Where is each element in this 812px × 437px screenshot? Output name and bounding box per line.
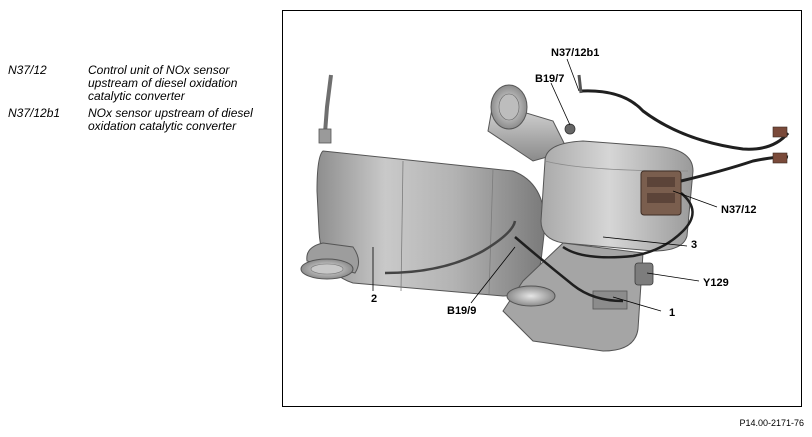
legend-description: Control unit of NOx sensor upstream of d… <box>88 63 238 103</box>
callout-1: 1 <box>669 307 676 319</box>
callout-3: 3 <box>691 239 698 251</box>
callout-y129: Y129 <box>703 277 729 289</box>
legend-item: N37/12b1 NOx sensor upstream of diesel o… <box>8 107 278 133</box>
callout-n37-12: N37/12 <box>721 204 757 216</box>
callout-b19-7: B19/7 <box>535 73 565 85</box>
legend-code: N37/12 <box>8 63 47 77</box>
legend: N37/12 Control unit of NOx sensor upstre… <box>8 64 278 137</box>
legend-item: N37/12 Control unit of NOx sensor upstre… <box>8 64 278 103</box>
callout-n37-12b1: N37/12b1 <box>551 47 600 59</box>
callout-2: 2 <box>371 293 378 305</box>
figure-reference-id: P14.00-2171-76 <box>739 418 804 428</box>
callout-b19-9: B19/9 <box>447 305 477 317</box>
exhaust-assembly-drawing <box>300 58 790 352</box>
legend-description: NOx sensor upstream of diesel oxidation … <box>88 106 253 133</box>
exhaust-system-illustration: N37/12b1 B19/7 N37/12 3 Y129 1 2 B19/9 <box>282 10 802 407</box>
legend-code: N37/12b1 <box>8 106 61 120</box>
